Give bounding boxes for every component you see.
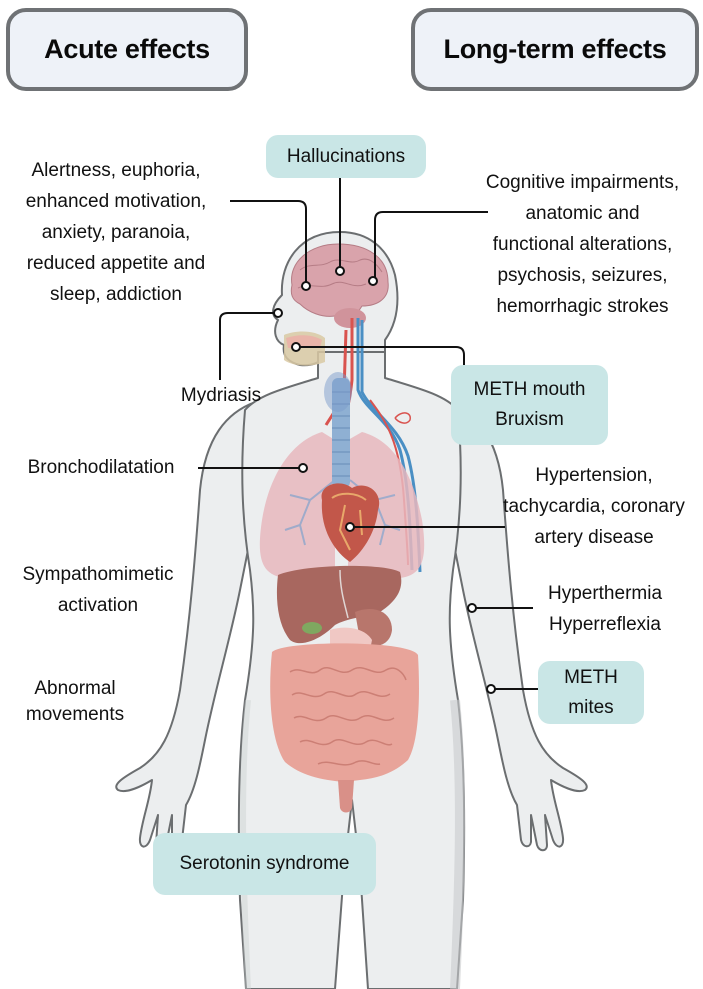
brain (290, 243, 389, 328)
bronchodilatation-label: Bronchodilatation (27, 457, 175, 478)
cardiovascular-label: Hypertension, tachycardia, coronary arte… (503, 465, 685, 548)
cognitive-long-term-label: Cognitive impairments, anatomic and func… (485, 172, 680, 317)
meth-mouth-text: METH mouth Bruxism (473, 379, 586, 430)
leader-line-endpoints (273, 266, 496, 694)
long-term-effects-header: Long-term effects (411, 8, 699, 91)
trachea (324, 372, 352, 488)
long-term-effects-title: Long-term effects (443, 34, 667, 64)
meth-mites-text: METH mites (564, 666, 618, 718)
sympathomimetic-label: Sympathomimetic activation (22, 564, 174, 616)
leader-lines (198, 178, 540, 690)
acute-effects-header: Acute effects (6, 8, 248, 91)
serotonin-syndrome-text: Serotonin syndrome (179, 853, 350, 874)
meth-mouth-callout: METH mouth Bruxism (451, 365, 608, 445)
hyperthermia-label: Hyperthermia Hyperreflexia (547, 583, 663, 635)
hallucinations-callout: Hallucinations (266, 135, 426, 178)
meth-mites-callout: METH mites (538, 661, 644, 724)
intestines (270, 643, 419, 813)
acute-effects-title: Acute effects (44, 34, 210, 64)
mydriasis-label: Mydriasis (180, 385, 262, 406)
cns-acute-effects-label: Alertness, euphoria, enhanced motivation… (25, 160, 207, 305)
serotonin-syndrome-callout: Serotonin syndrome (153, 833, 376, 895)
abnormal-movements-label: Abnormal movements (25, 678, 125, 725)
hallucinations-text: Hallucinations (286, 145, 406, 167)
